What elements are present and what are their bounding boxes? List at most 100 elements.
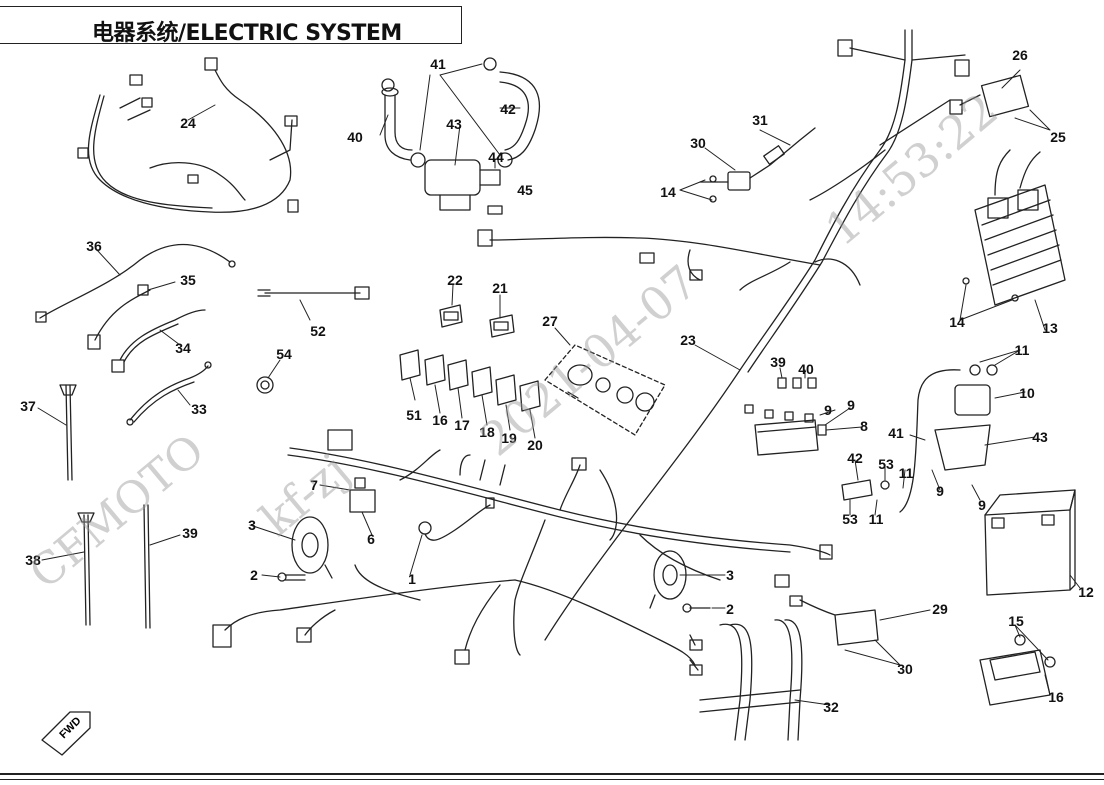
callout-34: 33 [191,401,207,417]
switch-1 [418,497,495,541]
callout-22: 21 [492,280,508,296]
bottom-frame-line-2 [0,779,1104,780]
callout-15: 15 [1008,613,1024,629]
wire-43 [899,369,961,513]
main-wiring-harness-24 [477,29,970,641]
callout-10: 10 [1019,385,1035,401]
bulb-assembly-28 [544,344,666,436]
bottom-frame-line [0,773,1104,775]
callout-27: 26 [1012,47,1028,63]
callout-14b: 14 [949,314,965,330]
callout-38: 37 [20,398,36,414]
callout-53b: 53 [842,511,858,527]
relay-cover-45 [934,424,991,471]
relay-row [399,349,541,412]
callout-32: 31 [752,112,768,128]
callout-50b: 45 [517,182,533,198]
callout-18: 17 [454,417,470,433]
callout-35: 34 [175,340,191,356]
callout-44: 42 [847,450,863,466]
clip-54 [256,376,274,394]
callout-28: 27 [542,313,558,329]
callout-2a: 2 [250,567,258,583]
callout-31: 30 [690,135,706,151]
callout-8: 9 [824,402,832,418]
clamp-44 [841,479,890,501]
battery-12 [984,489,1076,596]
callout-46: 40 [347,129,363,145]
callout-13: 13 [1042,320,1058,336]
callout-25: 24 [180,115,196,131]
relay-4 [349,489,376,513]
callout-4: 6 [367,531,375,547]
callout-3b: 3 [726,567,734,583]
callout-54: 54 [276,346,292,362]
callout-49: 43 [446,116,462,132]
cable-35 [111,309,206,373]
fwd-arrow [41,711,91,756]
callout-53a: 53 [878,456,894,472]
voltage-regulator-13 [974,149,1066,306]
callout-3a: 3 [248,517,256,533]
callout-12: 12 [1078,584,1094,600]
bracket-33 [699,619,803,741]
callout-52: 52 [310,323,326,339]
leader-lines [37,63,1081,706]
callout-2b: 2 [726,601,734,617]
ecu-16 [979,634,1056,706]
cable-tie-38 [59,384,77,481]
callout-14a: 14 [660,184,676,200]
callout-42: 40 [798,361,814,377]
callout-6: 8 [860,418,868,434]
callout-37: 36 [86,238,102,254]
callout-19: 18 [479,424,495,440]
switch-23 [439,304,463,328]
callout-39: 38 [25,552,41,568]
wiring-harness-25 [77,57,299,213]
callout-47: 41 [430,56,446,72]
switch-29 [789,595,879,646]
callout-36: 35 [180,272,196,288]
callout-11a: 11 [1014,342,1030,358]
callout-29: 29 [932,601,948,617]
callout-48: 42 [500,101,516,117]
callout-7: 9 [847,397,855,413]
cable-52 [257,286,370,300]
cable-tie-40 [143,504,151,629]
callout-51: 51 [406,407,422,423]
horn-right-3 [649,550,687,609]
hose-46 [381,87,413,161]
connector-5 [354,477,366,489]
callout-11c: 11 [868,511,884,527]
callout-43: 41 [888,425,904,441]
callout-33: 32 [823,699,839,715]
bolts-14 [709,175,1019,302]
relay-27 [949,74,1030,118]
control-valve-49 [381,57,513,215]
starter-relay-10 [954,364,998,416]
title-box: 电器系统/ELECTRIC SYSTEM [0,6,462,46]
sensor-31 [699,127,816,191]
callout-20: 19 [501,430,517,446]
callout-41: 39 [770,354,786,370]
callout-50a: 44 [488,149,504,165]
callout-17: 16 [432,412,448,428]
callout-21: 20 [527,437,543,453]
hose-48 [499,71,541,161]
callout-24: 23 [680,332,696,348]
callout-16: 16 [1048,689,1064,705]
fuse-box-7 [744,377,827,456]
horn-left-3 [291,516,333,579]
callout-9b: 9 [978,497,986,513]
callout-9a: 9 [936,483,944,499]
page-title: 电器系统/ELECTRIC SYSTEM [92,21,402,46]
callout-1: 1 [408,571,416,587]
cable-36 [87,284,151,350]
cable-tie-39 [77,512,95,626]
callout-30: 30 [897,661,913,677]
callout-23: 22 [447,272,463,288]
callout-26: 25 [1050,129,1066,145]
switch-22 [489,314,515,338]
